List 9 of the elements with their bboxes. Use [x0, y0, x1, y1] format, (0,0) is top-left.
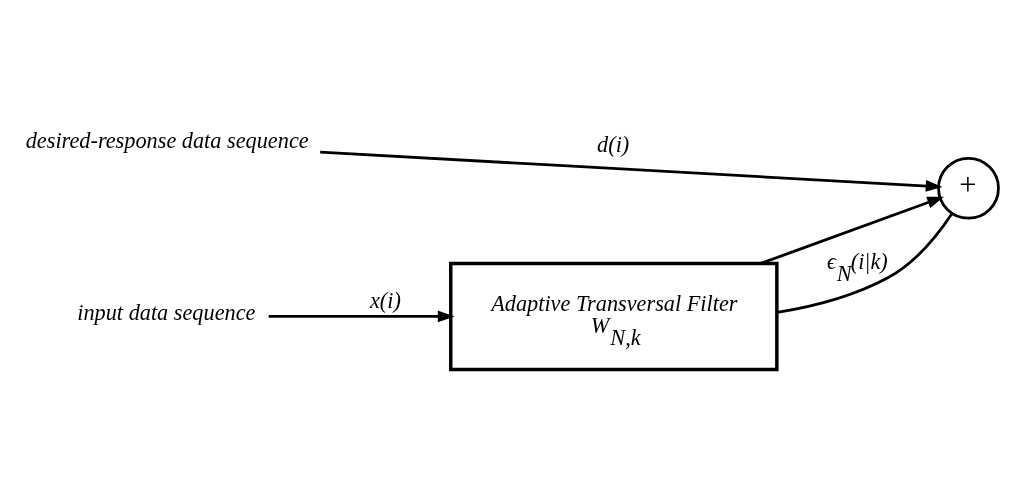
edge-label: d(i) [597, 131, 630, 157]
node-text: desired-response data sequence [25, 127, 309, 153]
edge-label: x(i) [369, 287, 401, 313]
arrow [760, 196, 945, 265]
node-text: input data sequence [77, 299, 256, 325]
connector [776, 212, 954, 314]
node-circle: + [937, 156, 1000, 220]
arrow [320, 150, 943, 192]
arrow [268, 310, 455, 322]
